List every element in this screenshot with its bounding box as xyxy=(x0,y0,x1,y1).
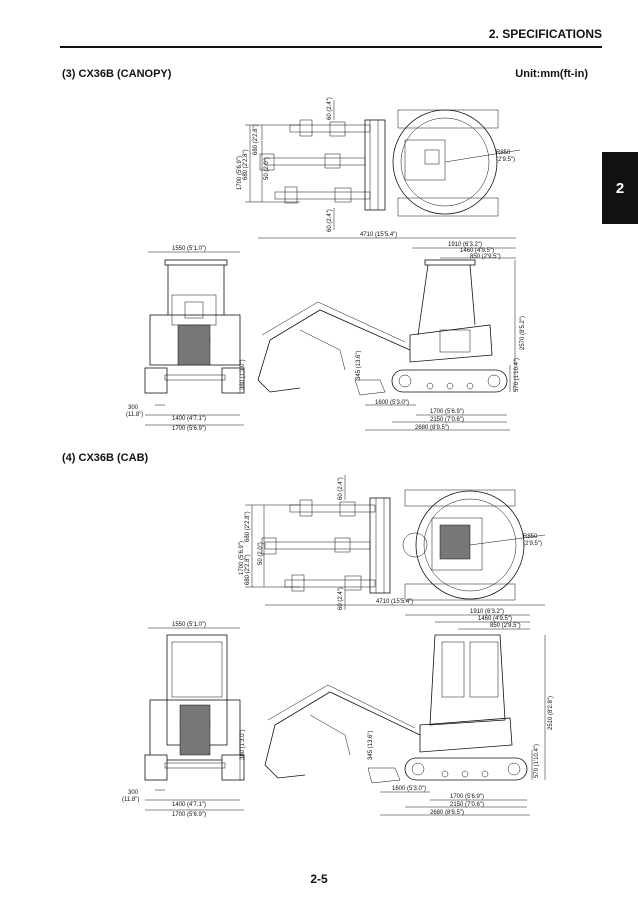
cab-side-view: 4710 (15'5.4") 1910 (6'3.2") 1460 (4'9.5… xyxy=(264,599,554,816)
cab-side-dim-1: 1910 (6'3.2") xyxy=(470,609,504,615)
canopy-side-dim-1: 1910 (6'3.2") xyxy=(448,242,482,248)
header-rule xyxy=(60,46,602,48)
cab-side-dim-0: 4710 (15'5.4") xyxy=(376,599,413,605)
cab-side-dim-7: 1600 (5'3.0") xyxy=(392,786,426,792)
canopy-front-dim-2: 300 xyxy=(128,405,139,411)
cab-front-dim-5: 1700 (5'6.9") xyxy=(172,812,206,818)
canopy-top-view: 1700 (5'6.9") 680 (2'2.8") 680 (2'2.8") … xyxy=(237,97,521,232)
canopy-top-dim-3: 50 (2.0") xyxy=(264,157,270,180)
canopy-front-dim-0: 1550 (5'1.0") xyxy=(172,246,206,252)
canopy-front-dim-3: (11.8") xyxy=(126,412,143,418)
cab-top-dim-7: (2'9.5") xyxy=(523,541,542,547)
canopy-side-dim-9: 2150 (7'0.6") xyxy=(430,417,464,423)
canopy-front-dim-4: 1400 (4'7.1") xyxy=(172,416,206,422)
cab-top-dim-4: 60 (2.4") xyxy=(338,477,344,500)
cab-side-dim-5: 345 (13.6") xyxy=(368,731,374,760)
cab-side-dim-2: 1460 (4'9.5") xyxy=(478,616,512,622)
page-number: 2-5 xyxy=(310,872,328,886)
canopy-top-dim-0: 1700 (5'6.9") xyxy=(237,156,243,190)
cab-front-view: 1550 (5'1.0") 380 (1'3.0") 300 (11.8") 1… xyxy=(122,622,246,818)
canopy-side-dim-7: 1600 (5'3.0") xyxy=(375,400,409,406)
canopy-side-dim-5: 345 (13.6") xyxy=(356,351,362,380)
canopy-front-view: 1550 (5'1.0") 380 (1'3.0") 300 (11.8") 1… xyxy=(126,246,246,432)
canopy-top-dim-6: R850 xyxy=(496,150,511,156)
canopy-top-dim-2: 680 (2'2.8") xyxy=(253,124,259,155)
cab-front-dim-4: 1400 (4'7.1") xyxy=(172,802,206,808)
cab-top-dim-3: 50 (2.0") xyxy=(258,542,264,565)
canopy-top-dim-1: 680 (2'2.8") xyxy=(243,149,249,180)
cab-side-dim-9: 2150 (7'0.6") xyxy=(450,802,484,808)
canopy-side-dim-6: 570 (1'10.4") xyxy=(514,358,520,392)
section-title-cab: (4) CX36B (CAB) xyxy=(62,452,149,464)
cab-side-dim-8: 1700 (5'6.9") xyxy=(450,794,484,800)
cab-top-dim-1: 680 (2'2.8") xyxy=(245,511,251,542)
unit-label: Unit:mm(ft-in) xyxy=(515,68,588,80)
canopy-front-dim-1: 380 (1'3.0") xyxy=(240,359,246,390)
page-header-title: 2. SPECIFICATIONS xyxy=(488,27,602,41)
cab-top-dim-5: 60 (2.4") xyxy=(338,587,344,610)
canopy-drawing: 1700 (5'6.9") 680 (2'2.8") 680 (2'2.8") … xyxy=(126,97,526,432)
canopy-side-dim-2: 1460 (4'9.5") xyxy=(460,248,494,254)
cab-top-dim-0: 1700 (5'6.9") xyxy=(239,541,245,575)
canopy-side-dim-0: 4710 (15'5.4") xyxy=(360,232,397,238)
cab-front-dim-0: 1550 (5'1.0") xyxy=(172,622,206,628)
canopy-side-dim-8: 1700 (5'6.9") xyxy=(430,409,464,415)
cab-side-dim-6: 570 (1'10.4") xyxy=(534,744,540,778)
cab-side-dim-4: 2510 (8'2.8") xyxy=(548,696,554,730)
cab-top-dim-2: 680 (2'2.8") xyxy=(245,554,251,585)
canopy-side-dim-10: 2680 (8'9.5") xyxy=(415,425,449,431)
canopy-top-dim-5: 60 (2.4") xyxy=(327,209,333,232)
canopy-side-dim-4: 2570 (8'5.2") xyxy=(520,316,526,350)
cab-drawing: 1700 (5'6.9") 680 (2'2.8") 680 (2'2.8") … xyxy=(122,475,554,818)
canopy-top-dim-4: 60 (2.4") xyxy=(327,97,333,120)
cab-top-view: 1700 (5'6.9") 680 (2'2.8") 680 (2'2.8") … xyxy=(239,475,546,610)
cab-side-dim-10: 2680 (8'9.5") xyxy=(430,810,464,816)
canopy-side-view: 4710 (15'5.4") 1910 (6'3.2") 1460 (4'9.5… xyxy=(257,232,526,431)
canopy-top-dim-7: (2'9.5") xyxy=(496,157,515,163)
chapter-tab: 2 xyxy=(602,152,638,224)
section-title-canopy: (3) CX36B (CANOPY) xyxy=(62,68,172,80)
cab-front-dim-1: 380 (1'3.0") xyxy=(240,729,246,760)
cab-top-dim-6: R850 xyxy=(523,534,538,540)
cab-front-dim-3: (11.8") xyxy=(122,797,139,803)
cab-side-dim-3: 850 (2'9.5") xyxy=(490,623,521,629)
canopy-side-dim-3: 850 (2'9.5") xyxy=(470,254,501,260)
canopy-front-dim-5: 1700 (5'6.9") xyxy=(172,426,206,432)
cab-front-dim-2: 300 xyxy=(128,790,139,796)
